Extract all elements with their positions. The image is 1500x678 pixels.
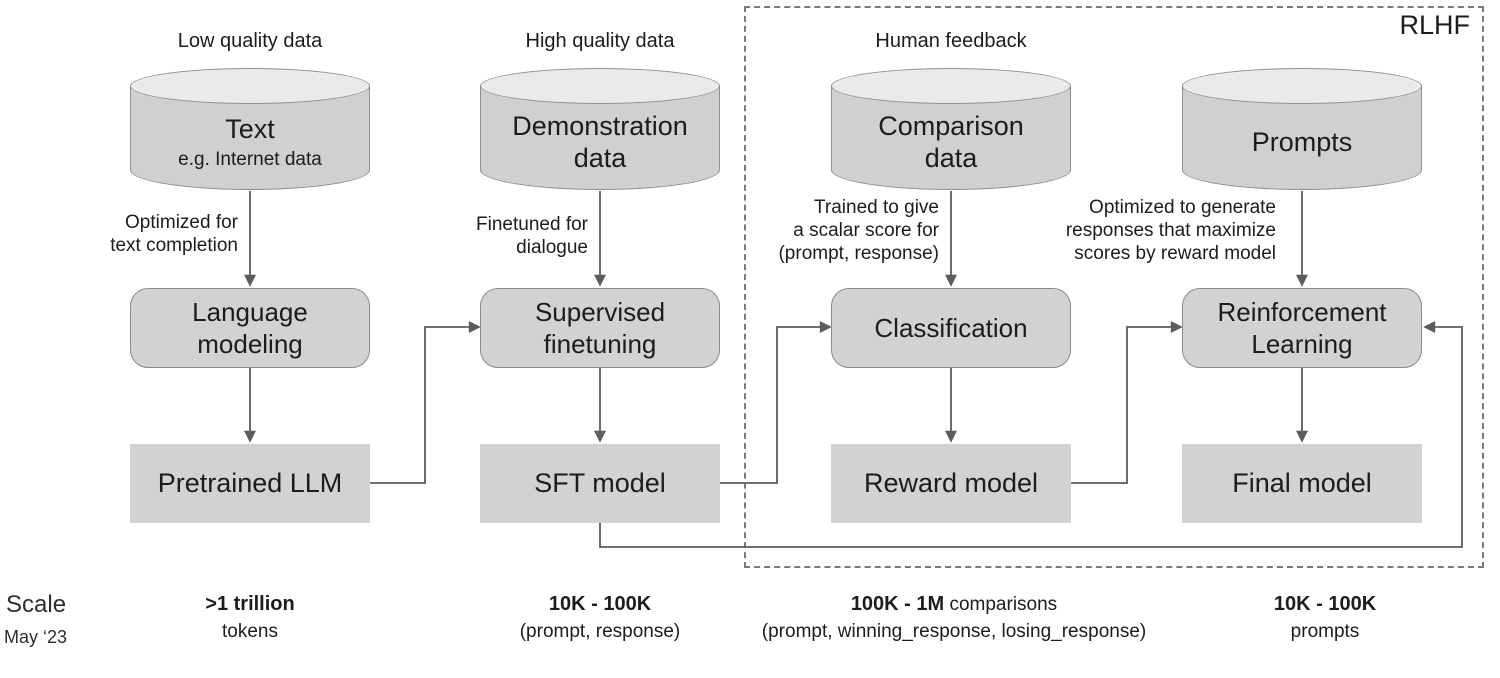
cylinder-text-wrap: Prompts [1182, 100, 1422, 184]
connector-pretrained-llm-to-supervised-finetuning [370, 321, 481, 484]
cylinder-text-wrap: Comparison data [831, 100, 1071, 184]
stat-line1: 100K - 1M comparisons [694, 593, 1214, 616]
scale-row-title: Scale [6, 591, 67, 618]
arrow-label-optimized-text-completion: Optimized for text completion [110, 212, 238, 257]
stat-value: >1 trillion [205, 593, 295, 615]
stat-line2: (prompt, response) [519, 621, 681, 642]
scale-row-date: May ‘23 [4, 627, 68, 647]
arrow-label-finetuned-dialogue: Finetuned for dialogue [476, 214, 588, 259]
cylinder-text-wrap: Demonstration data [480, 100, 720, 184]
cylinder-title: Text [225, 114, 275, 145]
stat-value: 10K - 100K [1273, 593, 1377, 615]
cylinder-top-ellipse [480, 68, 720, 104]
arrow-label-trained-scalar-score: Trained to give a scalar score for (prom… [778, 197, 939, 265]
cylinder-title: Prompts [1251, 126, 1353, 157]
stat-line1: 10K - 100K [1065, 593, 1500, 616]
process-box-classification: Classification [831, 288, 1071, 368]
model-box-pretrained-llm: Pretrained LLM [130, 444, 370, 523]
cylinder-text-data: Text e.g. Internet data [130, 68, 370, 190]
cylinder-comparison-data: Comparison data [831, 68, 1071, 190]
connector-sft-model-to-classification [720, 321, 832, 484]
stat-value: 10K - 100K [548, 593, 652, 615]
connector-sft-model-to-reinforcement-learning [599, 321, 1463, 548]
data-quality-label-high: High quality data [525, 30, 675, 52]
cylinder-title: Demonstration data [512, 110, 688, 173]
scale-stat-reward-model: 100K - 1M comparisons (prompt, winning_r… [694, 593, 1214, 643]
cylinder-demonstration-data: Demonstration data [480, 68, 720, 190]
cylinder-text-wrap: Text e.g. Internet data [130, 100, 370, 184]
rlhf-region-label: RLHF [1399, 10, 1470, 40]
cylinder-prompts: Prompts [1182, 68, 1422, 190]
stat-value: 100K - 1M [850, 593, 945, 615]
arrow-label-optimized-maximize-scores: Optimized to generate responses that max… [1065, 197, 1276, 265]
cylinder-title: Comparison data [878, 110, 1024, 173]
process-box-supervised-finetuning: Supervised finetuning [480, 288, 720, 368]
connector-reward-model-to-reinforcement-learning [1070, 321, 1183, 484]
rlhf-dashed-region [744, 6, 1484, 568]
process-box-reinforcement-learning: Reinforcement Learning [1182, 288, 1422, 368]
scale-stat-sft: 10K - 100K (prompt, response) [340, 593, 860, 643]
process-box-language-modeling: Language modeling [130, 288, 370, 368]
model-box-sft-model: SFT model [480, 444, 720, 523]
data-quality-label-low: Low quality data [177, 30, 323, 52]
cylinder-subtitle: e.g. Internet data [178, 148, 322, 170]
cylinder-top-ellipse [831, 68, 1071, 104]
stat-unit: comparisons [944, 594, 1058, 615]
cylinder-top-ellipse [1182, 68, 1422, 104]
stat-line2: prompts [1290, 621, 1360, 642]
cylinder-top-ellipse [130, 68, 370, 104]
stat-line2: tokens [222, 621, 278, 642]
scale-stat-rl: 10K - 100K prompts [1065, 593, 1500, 643]
data-quality-label-human-feedback: Human feedback [875, 30, 1027, 52]
stat-line2: (prompt, winning_response, losing_respon… [761, 621, 1147, 642]
model-box-final-model: Final model [1182, 444, 1422, 523]
model-box-reward-model: Reward model [831, 444, 1071, 523]
scale-stat-pretraining: >1 trillion tokens [0, 593, 510, 643]
stat-line1: 10K - 100K [340, 593, 860, 616]
stat-line1: >1 trillion [0, 593, 510, 616]
